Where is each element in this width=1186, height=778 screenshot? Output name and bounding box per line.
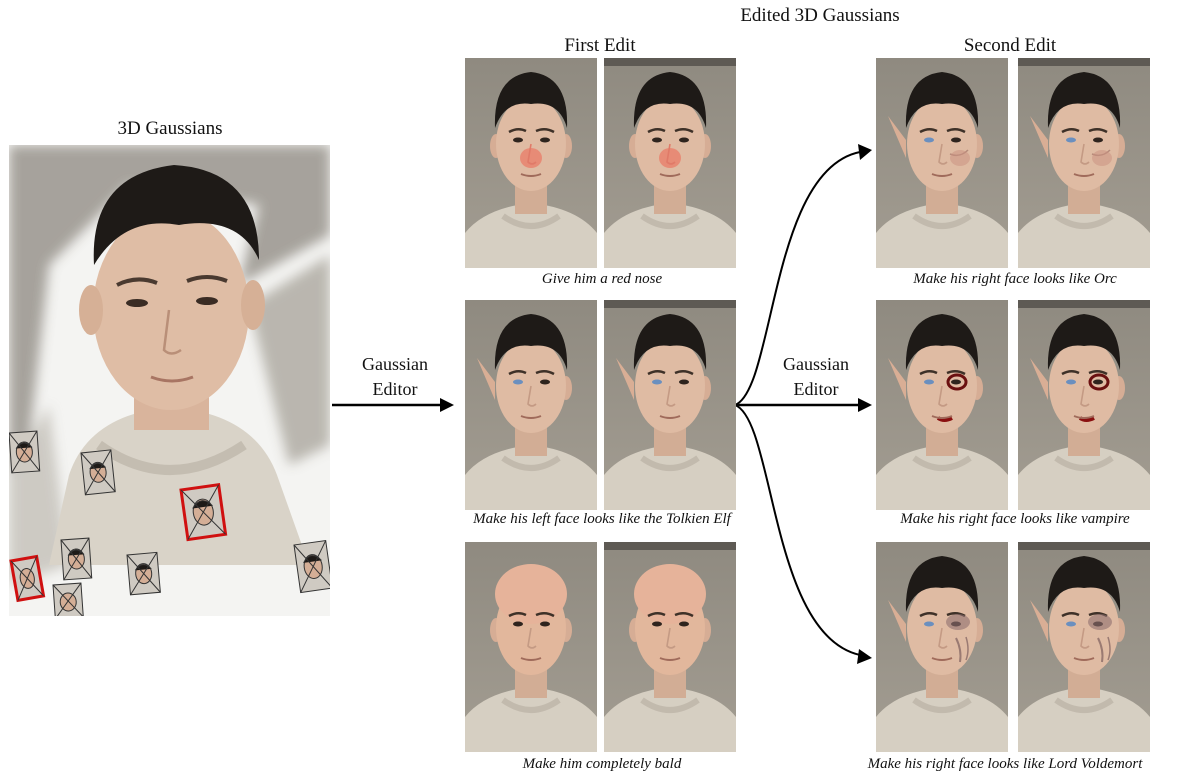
second-edit-caption-2: Make his right face looks like vampire — [900, 511, 1130, 527]
gaussian-scene-image — [9, 145, 330, 616]
face-image-elf-side — [604, 300, 736, 510]
editor-arrow-1 — [332, 398, 454, 412]
first-edit-caption-3: Make him completely bald — [522, 756, 682, 772]
first-edit-header: First Edit — [564, 35, 636, 56]
gaussian-editor-label-1-line2: Editor — [372, 379, 418, 399]
face-image-bald-side — [604, 542, 736, 752]
gaussian-editor-label-2-line1: Gaussian — [783, 354, 849, 374]
second-edit-caption-3: Make his right face looks like Lord Vold… — [867, 756, 1143, 772]
camera-frames — [9, 430, 330, 616]
gaussian-editor-label-1-line1: Gaussian — [362, 354, 428, 374]
second-edit-caption-1: Make his right face looks like Orc — [913, 271, 1117, 287]
face-image-elf-front — [465, 300, 597, 510]
face-image-orc-side — [1018, 58, 1150, 268]
face-image-red-nose-side — [604, 58, 736, 268]
face-image-red-nose-front — [465, 58, 597, 268]
gaussian-editor-label-2-line2: Editor — [793, 379, 839, 399]
editor-arrows-2 — [734, 144, 872, 664]
gaussian-scene-panel — [9, 145, 330, 616]
face-image-vampire-front — [876, 300, 1008, 510]
left-title: 3D Gaussians — [117, 118, 223, 139]
gaussian-editor-label-2: Gaussian Editor — [766, 352, 866, 402]
face-image-voldemort-front — [876, 542, 1008, 752]
second-edit-header: Second Edit — [963, 35, 1057, 56]
face-image-orc-front — [876, 58, 1008, 268]
face-image-bald-front — [465, 542, 597, 752]
face-image-voldemort-side — [1018, 542, 1150, 752]
top-title: Edited 3D Gaussians — [740, 5, 900, 26]
first-edit-caption-1: Give him a red nose — [541, 271, 663, 287]
first-edit-caption-2: Make his left face looks like the Tolkie… — [473, 511, 731, 527]
face-image-vampire-side — [1018, 300, 1150, 510]
gaussian-editor-label-1: Gaussian Editor — [345, 352, 445, 402]
